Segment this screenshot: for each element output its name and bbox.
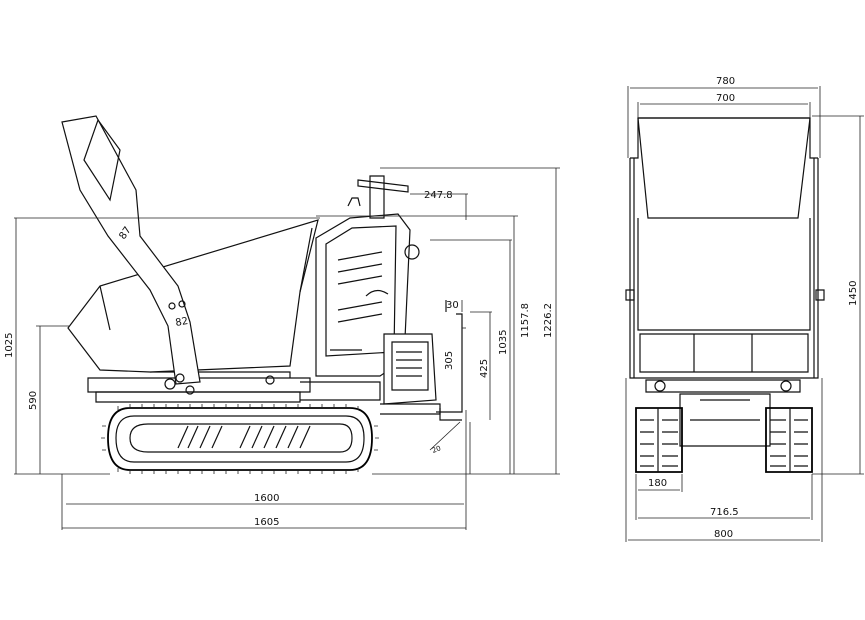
front-skip	[630, 117, 818, 219]
crawler-track	[101, 404, 379, 474]
dim-height-handle: 1157.8	[520, 303, 531, 338]
front-dimension-lines	[625, 86, 864, 542]
dim-height-skip-lip: 590	[28, 391, 39, 410]
dim-height-skip: 1025	[4, 333, 15, 358]
engine	[380, 333, 441, 415]
dim-angle-pivot: 82	[175, 316, 189, 329]
side-view: 1605 1600 247.8 30 1226.2 1157.8 1035 42…	[4, 115, 560, 530]
dim-track-width: 180	[648, 478, 667, 489]
dim-top-width-outer: 780	[716, 76, 735, 87]
dim-track-length: 1600	[254, 493, 279, 504]
dump-skip	[67, 219, 319, 373]
dim-front-overall-width: 800	[714, 529, 733, 540]
dim-height-body: 1035	[498, 330, 509, 355]
dim-ground-clearance: 20	[431, 444, 442, 455]
dim-top-width-inner: 700	[716, 93, 735, 104]
dim-platform-upper: 305	[444, 351, 455, 370]
front-left-track	[635, 407, 683, 473]
dim-handle-offset: 247.8	[424, 190, 453, 201]
dim-overall-length: 1605	[254, 517, 279, 528]
front-view: 780 700 1450 180 716.5 800	[625, 76, 864, 542]
dim-track-gauge: 716.5	[710, 507, 739, 518]
dim-platform-depth: 30	[446, 300, 459, 311]
side-dimension-lines	[14, 167, 560, 530]
dim-front-overall-height: 1450	[848, 281, 859, 306]
front-undercarriage	[645, 379, 801, 447]
dim-overall-height-raised: 1226.2	[543, 303, 554, 338]
front-dimension-labels: 780 700 1450 180 716.5 800	[648, 76, 859, 540]
side-dimension-labels: 1605 1600 247.8 30 1226.2 1157.8 1035 42…	[4, 190, 554, 528]
front-right-track	[765, 407, 813, 473]
dim-platform-height: 425	[479, 359, 490, 378]
lift-arm	[61, 115, 201, 385]
front-body	[625, 158, 825, 379]
